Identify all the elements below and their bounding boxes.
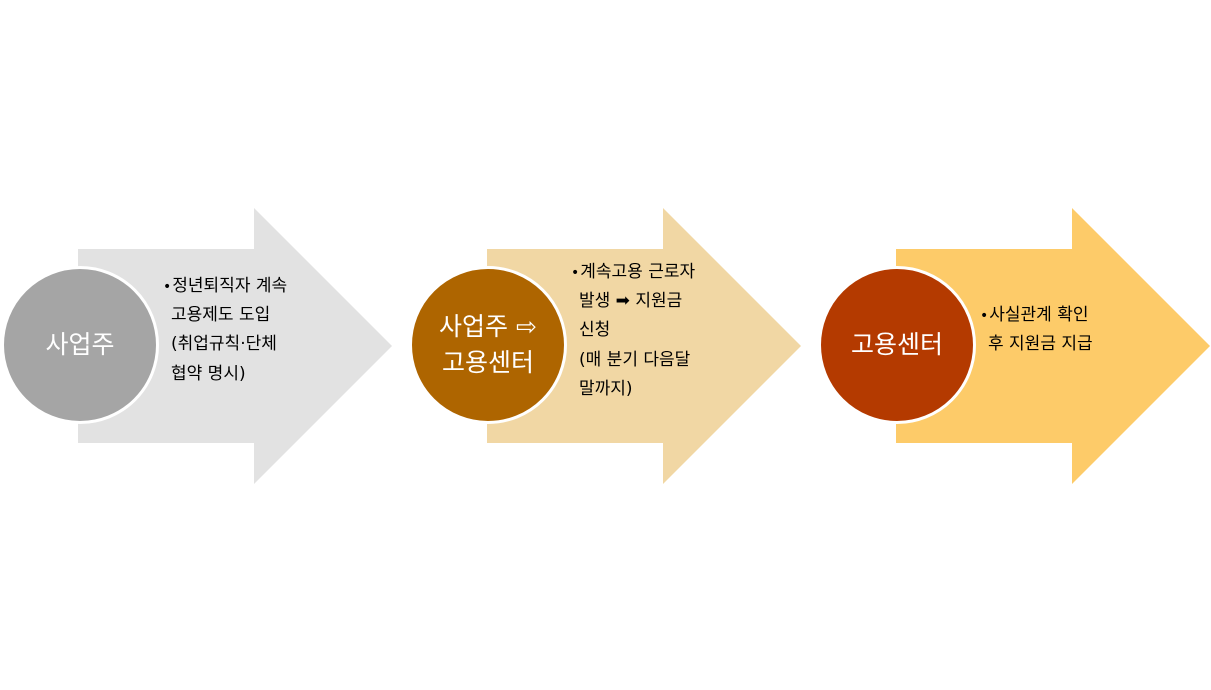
step-1-arrow	[78, 208, 392, 484]
step-3-desc-line: 사실관계 확인	[980, 301, 1093, 330]
step-1-desc-line: 고용제도 도입	[171, 305, 271, 326]
step-1-description: 정년퇴직자 계속 고용제도 도입 (취업규칙·단체 협약 명시)	[163, 272, 287, 389]
step-1-circle: 사업주	[1, 266, 159, 424]
step-1-desc-line: 협약 명시)	[171, 363, 246, 384]
step-2-desc-line: 말까지)	[579, 378, 633, 399]
step-1-title: 사업주	[45, 329, 115, 359]
step-1-desc-line: (취업규칙·단체	[171, 334, 277, 355]
step-3-title: 고용센터	[850, 329, 943, 359]
step-2-title-line-1: 사업주 ⇨	[439, 311, 537, 341]
step-3-description: 사실관계 확인 후 지원금 지급	[980, 301, 1093, 359]
step-2-description: 계속고용 근로자 발생 ➡ 지원금 신청 (매 분기 다음달 말까지)	[571, 258, 695, 404]
step-2-arrow	[487, 208, 801, 484]
step-2-desc-line: 계속고용 근로자	[571, 258, 695, 287]
step-2-desc-line: 신청	[579, 320, 611, 341]
step-3-circle: 고용센터	[818, 266, 976, 424]
step-3-desc-line: 후 지원금 지급	[988, 334, 1093, 355]
step-2-desc-line: (매 분기 다음달	[579, 349, 691, 370]
step-3-arrow	[896, 208, 1210, 484]
step-2-title-line-2: 고용센터	[441, 348, 534, 377]
step-2-desc-line: 발생 ➡ 지원금	[579, 291, 683, 312]
step-1-desc-line: 정년퇴직자 계속	[163, 272, 287, 301]
step-2-circle: 사업주 ⇨ 고용센터	[409, 266, 567, 424]
